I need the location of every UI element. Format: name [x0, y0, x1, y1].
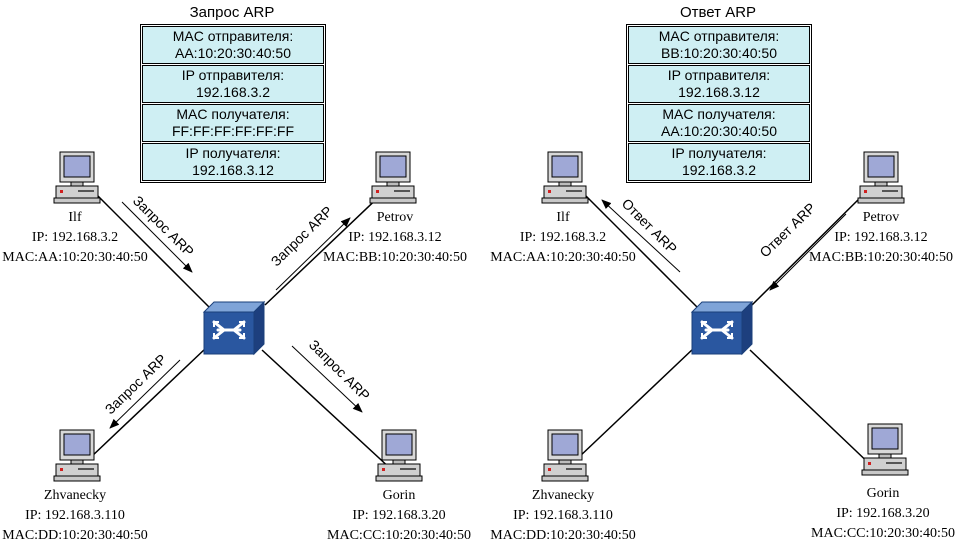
field-value: 192.168.3.12 [678, 84, 760, 100]
packet-field: MAC отправителя:BB:10:20:30:40:50 [628, 26, 810, 64]
packet-field: IP получателя:192.168.3.2 [628, 143, 810, 181]
host-name: Petrov [376, 210, 414, 225]
host-ip: IP: 192.168.3.2 [31, 230, 119, 245]
field-value: 192.168.3.2 [682, 162, 756, 178]
host-mac: MAC:CC:10:20:30:40:50 [811, 526, 955, 541]
computer-icon [541, 151, 589, 204]
host-mac: MAC:CC:10:20:30:40:50 [327, 528, 471, 543]
host-name: Gorin [382, 488, 416, 503]
computer-icon [53, 151, 101, 204]
packet-field: IP отправителя:192.168.3.12 [628, 65, 810, 103]
field-label: IP отправителя: [181, 67, 285, 83]
host-zhvanecky-label: Zhvanecky IP: 192.168.3.110 MAC:DD:10:20… [0, 486, 150, 546]
field-value: 192.168.3.12 [192, 162, 274, 178]
field-label: IP получателя: [671, 145, 767, 161]
host-mac: MAC:BB:10:20:30:40:50 [323, 250, 467, 265]
field-label: IP получателя: [185, 145, 281, 161]
host-mac: MAC:DD:10:20:30:40:50 [2, 528, 148, 543]
host-mac: MAC:AA:10:20:30:40:50 [2, 250, 148, 265]
switch-icon [690, 300, 754, 356]
host-petrov-label: Petrov IP: 192.168.3.12 MAC:BB:10:20:30:… [806, 208, 956, 268]
reply-title: Ответ ARP [679, 4, 757, 21]
field-value: BB:10:20:30:40:50 [661, 45, 777, 61]
field-value: 192.168.3.2 [196, 84, 270, 100]
host-ip: IP: 192.168.3.20 [836, 506, 930, 521]
packet-field: MAC получателя:AA:10:20:30:40:50 [628, 104, 810, 142]
host-ip: IP: 192.168.3.110 [513, 508, 613, 523]
host-gorin-label: Gorin IP: 192.168.3.20 MAC:CC:10:20:30:4… [324, 486, 474, 546]
computer-icon [541, 429, 589, 482]
host-gorin-label: Gorin IP: 192.168.3.20 MAC:CC:10:20:30:4… [808, 484, 958, 544]
host-ip: IP: 192.168.3.12 [348, 230, 442, 245]
field-label: IP отправителя: [667, 67, 771, 83]
host-ip: IP: 192.168.3.12 [834, 230, 928, 245]
arp-reply-packet: MAC отправителя:BB:10:20:30:40:50 IP отп… [626, 24, 812, 183]
host-mac: MAC:AA:10:20:30:40:50 [490, 250, 636, 265]
host-mac: MAC:DD:10:20:30:40:50 [490, 528, 636, 543]
host-name: Ilf [68, 210, 82, 225]
packet-field: IP отправителя:192.168.3.2 [142, 65, 324, 103]
host-ip: IP: 192.168.3.110 [25, 508, 125, 523]
computer-icon [857, 151, 905, 204]
host-mac: MAC:BB:10:20:30:40:50 [809, 250, 953, 265]
host-ilf-label: Ilf IP: 192.168.3.2 MAC:AA:10:20:30:40:5… [0, 208, 150, 268]
host-petrov-label: Petrov IP: 192.168.3.12 MAC:BB:10:20:30:… [320, 208, 470, 268]
host-ip: IP: 192.168.3.2 [519, 230, 607, 245]
field-value: AA:10:20:30:40:50 [175, 45, 291, 61]
host-name: Zhvanecky [531, 488, 595, 503]
packet-field: MAC отправителя:AA:10:20:30:40:50 [142, 26, 324, 64]
host-name: Ilf [556, 210, 570, 225]
host-name: Petrov [862, 210, 900, 225]
host-name: Zhvanecky [43, 488, 107, 503]
field-label: MAC отправителя: [172, 28, 294, 44]
host-ilf-label: Ilf IP: 192.168.3.2 MAC:AA:10:20:30:40:5… [488, 208, 638, 268]
request-title: Запрос ARP [189, 4, 275, 21]
field-label: MAC получателя: [662, 106, 776, 122]
computer-icon [375, 429, 423, 482]
host-zhvanecky-label: Zhvanecky IP: 192.168.3.110 MAC:DD:10:20… [488, 486, 638, 546]
field-value: AA:10:20:30:40:50 [661, 123, 777, 139]
arp-request-packet: MAC отправителя:AA:10:20:30:40:50 IP отп… [140, 24, 326, 183]
host-ip: IP: 192.168.3.20 [352, 508, 446, 523]
field-value: FF:FF:FF:FF:FF:FF [171, 123, 295, 139]
computer-icon [861, 423, 909, 476]
field-label: MAC отправителя: [658, 28, 780, 44]
switch-icon [202, 300, 266, 356]
computer-icon [369, 151, 417, 204]
field-label: MAC получателя: [176, 106, 290, 122]
packet-field: IP получателя:192.168.3.12 [142, 143, 324, 181]
computer-icon [53, 429, 101, 482]
packet-field: MAC получателя:FF:FF:FF:FF:FF:FF [142, 104, 324, 142]
host-name: Gorin [866, 486, 900, 501]
